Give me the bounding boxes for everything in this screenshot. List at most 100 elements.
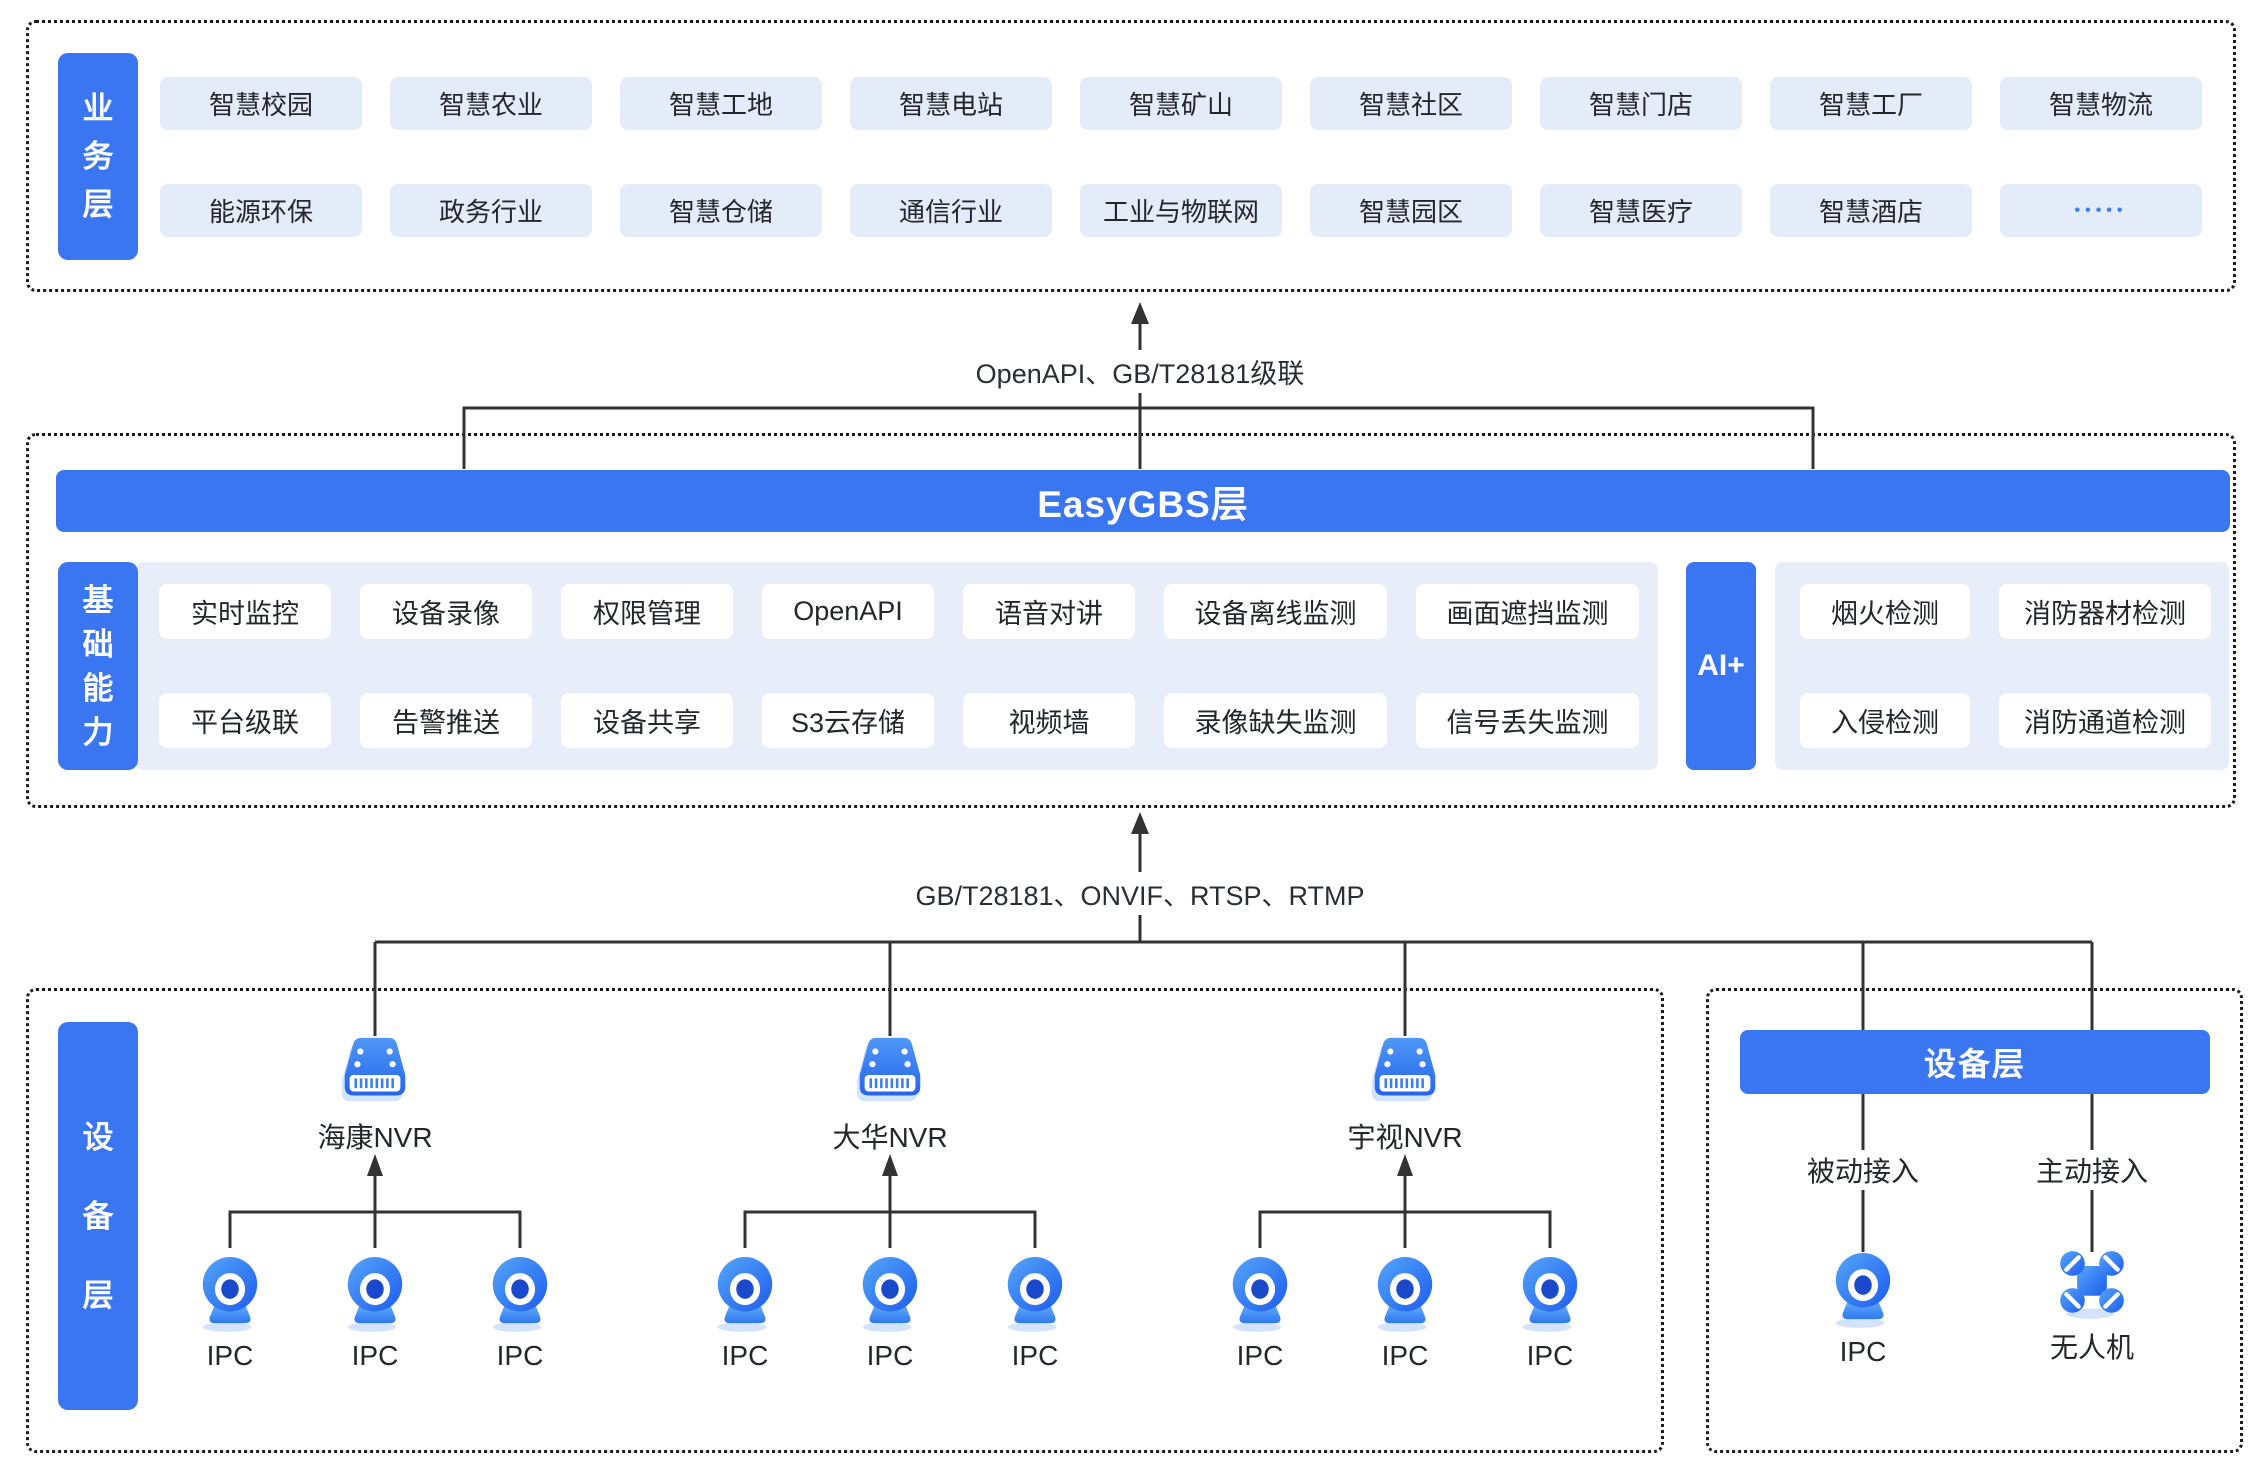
ipc-camera-icon	[1225, 1252, 1295, 1334]
capability-chip: 权限管理	[561, 584, 733, 639]
capability-panel: 实时监控 设备录像 权限管理 OpenAPI 语音对讲 设备离线监测 画面遮挡监…	[136, 562, 1658, 770]
business-chip-row-1: 智慧校园 智慧农业 智慧工地 智慧电站 智慧矿山 智慧社区 智慧门店 智慧工厂 …	[160, 77, 2202, 130]
business-chip: 智慧物流	[2000, 77, 2202, 130]
capability-row-1: 实时监控 设备录像 权限管理 OpenAPI 语音对讲 设备离线监测 画面遮挡监…	[159, 584, 1639, 639]
business-chip: 智慧园区	[1310, 184, 1512, 237]
nvr-group-dahua: 大华NVR IPC IPC IPC	[700, 1032, 1080, 1372]
device-panel-title-bar: 设备层	[1740, 1030, 2210, 1094]
capability-chip: 告警推送	[360, 693, 532, 748]
ipc-row: IPC IPC IPC	[185, 1252, 565, 1372]
business-chip: 智慧电站	[850, 77, 1052, 130]
ipc-item: IPC	[845, 1252, 935, 1372]
business-layer-label: 业务层	[58, 53, 138, 260]
capability-chip: 设备共享	[561, 693, 733, 748]
nvr-name: 大华NVR	[832, 1122, 948, 1153]
top-connector-label: OpenAPI、GB/T28181级联	[961, 350, 1319, 393]
ipc-label: IPC	[1381, 1340, 1429, 1371]
easygbs-title-bar: EasyGBS层	[56, 470, 2230, 532]
business-chip: 工业与物联网	[1080, 184, 1282, 237]
business-chip: 智慧校园	[160, 77, 362, 130]
ipc-camera-icon	[1000, 1252, 1070, 1334]
capability-chip: OpenAPI	[762, 584, 934, 639]
nvr-name: 海康NVR	[317, 1122, 433, 1153]
business-chip-row-2: 能源环保 政务行业 智慧仓储 通信行业 工业与物联网 智慧园区 智慧医疗 智慧酒…	[160, 184, 2202, 237]
ipc-item: IPC	[1505, 1252, 1595, 1372]
nvr-icon	[328, 1032, 422, 1114]
business-chip: 智慧工地	[620, 77, 822, 130]
ai-row-2: 入侵检测 消防通道检测	[1800, 693, 2211, 748]
business-chip: 通信行业	[850, 184, 1052, 237]
passive-access-label: 被动接入	[1796, 1150, 1930, 1190]
business-chip: 智慧社区	[1310, 77, 1512, 130]
ai-panel: 烟火检测 消防器材检测 入侵检测 消防通道检测	[1775, 562, 2229, 770]
ipc-label: IPC	[1839, 1336, 1887, 1367]
business-chip: 政务行业	[390, 184, 592, 237]
ipc-camera-icon	[1370, 1252, 1440, 1334]
ipc-label: IPC	[351, 1340, 399, 1371]
bottom-connector-label: GB/T28181、ONVIF、RTSP、RTMP	[901, 872, 1379, 915]
capability-chip: 设备离线监测	[1164, 584, 1387, 639]
ipc-label: IPC	[1236, 1340, 1284, 1371]
business-chip: 智慧工厂	[1770, 77, 1972, 130]
capability-chip: 平台级联	[159, 693, 331, 748]
ipc-item: IPC	[700, 1252, 790, 1372]
ipc-camera-icon	[1828, 1248, 1898, 1330]
ipc-label: IPC	[721, 1340, 769, 1371]
ipc-row: IPC IPC IPC	[1215, 1252, 1595, 1372]
capability-chip: 设备录像	[360, 584, 532, 639]
ipc-item: IPC	[330, 1252, 420, 1372]
ipc-label: IPC	[866, 1340, 914, 1371]
nvr-group-hikvision: 海康NVR IPC IPC IPC	[185, 1032, 565, 1372]
business-chip: 智慧门店	[1540, 77, 1742, 130]
ai-row-1: 烟火检测 消防器材检测	[1800, 584, 2211, 639]
nvr-icon	[843, 1032, 937, 1114]
nvr-icon	[1358, 1032, 1452, 1114]
ai-chip: 烟火检测	[1800, 584, 1970, 639]
capability-label: 基础能力	[58, 562, 138, 770]
business-chip: 智慧仓储	[620, 184, 822, 237]
ipc-item: IPC	[990, 1252, 1080, 1372]
capability-chip: 画面遮挡监测	[1416, 584, 1639, 639]
ipc-camera-icon	[1515, 1252, 1585, 1334]
ipc-camera-icon	[195, 1252, 265, 1334]
device-layer-label: 设备层	[58, 1022, 138, 1410]
ipc-camera-icon	[340, 1252, 410, 1334]
capability-chip: 信号丢失监测	[1416, 693, 1639, 748]
business-chip-more-dots: •••••	[2000, 184, 2202, 237]
capability-chip: S3云存储	[762, 693, 934, 748]
nvr-group-uniview: 宇视NVR IPC IPC IPC	[1215, 1032, 1595, 1372]
panel-drone-item: 无人机	[2022, 1248, 2162, 1366]
ipc-label: IPC	[1526, 1340, 1574, 1371]
business-layer-box	[26, 20, 2236, 292]
capability-chip: 视频墙	[963, 693, 1135, 748]
ai-chip: 消防器材检测	[1999, 584, 2211, 639]
ipc-item: IPC	[1360, 1252, 1450, 1372]
business-chip: 智慧医疗	[1540, 184, 1742, 237]
panel-ipc-item: IPC	[1793, 1248, 1933, 1368]
ipc-item: IPC	[475, 1252, 565, 1372]
ipc-label: IPC	[206, 1340, 254, 1371]
drone-icon	[2053, 1248, 2131, 1320]
ipc-row: IPC IPC IPC	[700, 1252, 1080, 1372]
ipc-item: IPC	[1215, 1252, 1305, 1372]
ipc-label: IPC	[496, 1340, 544, 1371]
ai-chip: 入侵检测	[1800, 693, 1970, 748]
capability-chip: 录像缺失监测	[1164, 693, 1387, 748]
ipc-camera-icon	[710, 1252, 780, 1334]
business-chip: 智慧矿山	[1080, 77, 1282, 130]
business-chip: 智慧农业	[390, 77, 592, 130]
drone-label: 无人机	[2049, 1332, 2134, 1363]
business-chip: 能源环保	[160, 184, 362, 237]
capability-row-2: 平台级联 告警推送 设备共享 S3云存储 视频墙 录像缺失监测 信号丢失监测	[159, 693, 1639, 748]
active-access-label: 主动接入	[2025, 1150, 2159, 1190]
business-chip: 智慧酒店	[1770, 184, 1972, 237]
ipc-label: IPC	[1011, 1340, 1059, 1371]
ai-plus-label: AI+	[1686, 562, 1756, 770]
ipc-item: IPC	[185, 1252, 275, 1372]
ipc-camera-icon	[855, 1252, 925, 1334]
capability-chip: 语音对讲	[963, 584, 1135, 639]
capability-chip: 实时监控	[159, 584, 331, 639]
ipc-camera-icon	[485, 1252, 555, 1334]
ai-chip: 消防通道检测	[1999, 693, 2211, 748]
